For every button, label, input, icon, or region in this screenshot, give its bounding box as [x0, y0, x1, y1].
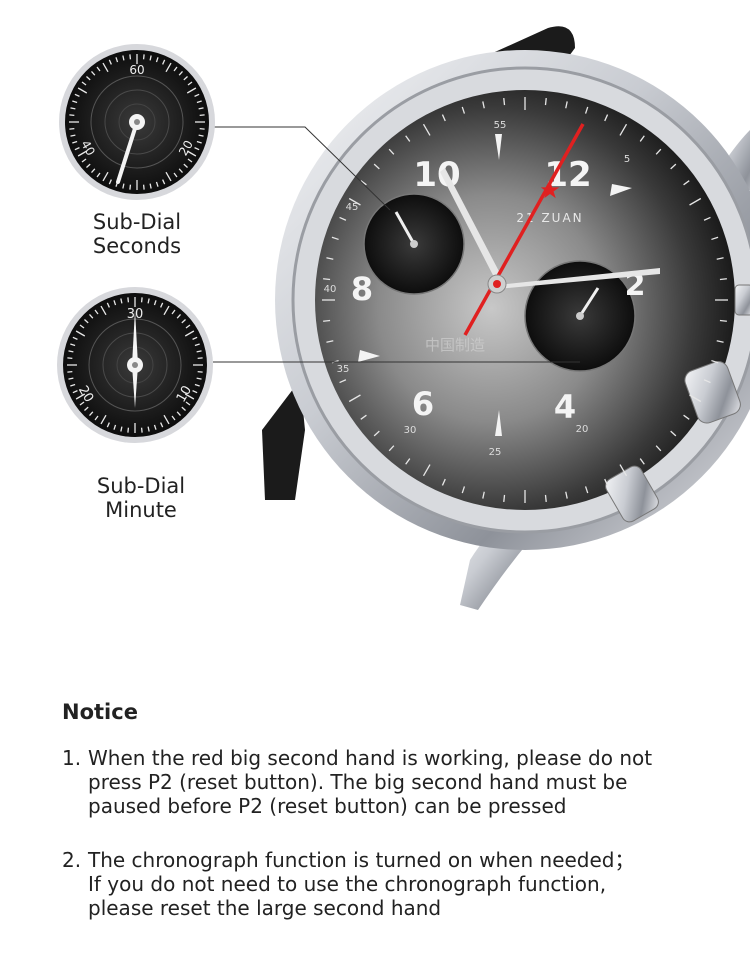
pusher-p2: [605, 465, 659, 523]
callout-seconds-label: Sub-Dial Seconds: [62, 210, 212, 258]
notice-item-line: When the red big second hand is working,…: [88, 746, 653, 770]
svg-text:20: 20: [75, 383, 96, 405]
seconds-track-label: 40: [324, 284, 337, 295]
seconds-track-label: 45: [346, 202, 359, 213]
notice-item-line: please reset the large second hand: [88, 896, 442, 920]
hour-numeral: 12: [544, 155, 591, 195]
red-chronograph-second-hand: [463, 123, 585, 336]
star-logo: ★: [539, 176, 561, 204]
hour-indices: [358, 134, 632, 436]
seconds-track-label: 55: [494, 120, 507, 131]
svg-text:40: 40: [78, 138, 98, 158]
minute-hand: [497, 268, 660, 289]
crown: [684, 361, 741, 424]
seconds-track-label: 30: [404, 425, 417, 436]
notice-title: Notice: [62, 700, 138, 724]
hour-hand: [440, 168, 503, 283]
svg-text:60: 60: [129, 63, 144, 77]
callout-line-seconds: [213, 126, 391, 211]
notice-item-line: The chronograph function is turned on wh…: [88, 848, 635, 872]
seconds-track-label: 20: [576, 424, 589, 435]
callout-minute-label: Sub-Dial Minute: [66, 474, 216, 522]
notice-item-line: If you do not need to use the chronograp…: [88, 872, 607, 896]
hour-numeral: 8: [351, 270, 373, 308]
hour-numeral: 4: [554, 388, 576, 426]
notice-item-line: press P2 (reset button). The big second …: [88, 770, 628, 794]
notice-item-line: paused before P2 (reset button) can be p…: [88, 794, 567, 818]
notice-item-1: 1. When the red big second hand is worki…: [62, 746, 722, 818]
notice-section: Notice 1. When the red big second hand i…: [62, 700, 722, 950]
zoom-minute-subdial: 30 20 10: [57, 287, 213, 443]
seconds-track: [322, 97, 728, 503]
pusher-top: [734, 284, 750, 316]
callout-seconds-line2: Seconds: [92, 234, 182, 258]
callout-minute-line1: Sub-Dial: [96, 474, 186, 498]
notice-item-2: 2. The chronograph function is turned on…: [62, 848, 722, 920]
zoom-seconds-subdial: 60 40 20: [59, 44, 215, 200]
callout-seconds-line1: Sub-Dial: [92, 210, 182, 234]
seconds-track-label: 25: [489, 447, 502, 458]
svg-text:10: 10: [174, 383, 195, 405]
watch-dial: [315, 90, 735, 510]
callout-minute-line2: Minute: [105, 498, 177, 522]
made-in-china: 中国制造: [425, 336, 485, 354]
seconds-track-label: 35: [337, 364, 350, 375]
svg-text:20: 20: [176, 138, 196, 158]
notice-item-number: 1.: [62, 746, 82, 770]
strap-left: [262, 380, 305, 500]
seconds-track-label: 5: [624, 154, 630, 165]
hour-numeral: 6: [412, 385, 434, 423]
notice-item-number: 2.: [62, 848, 82, 872]
